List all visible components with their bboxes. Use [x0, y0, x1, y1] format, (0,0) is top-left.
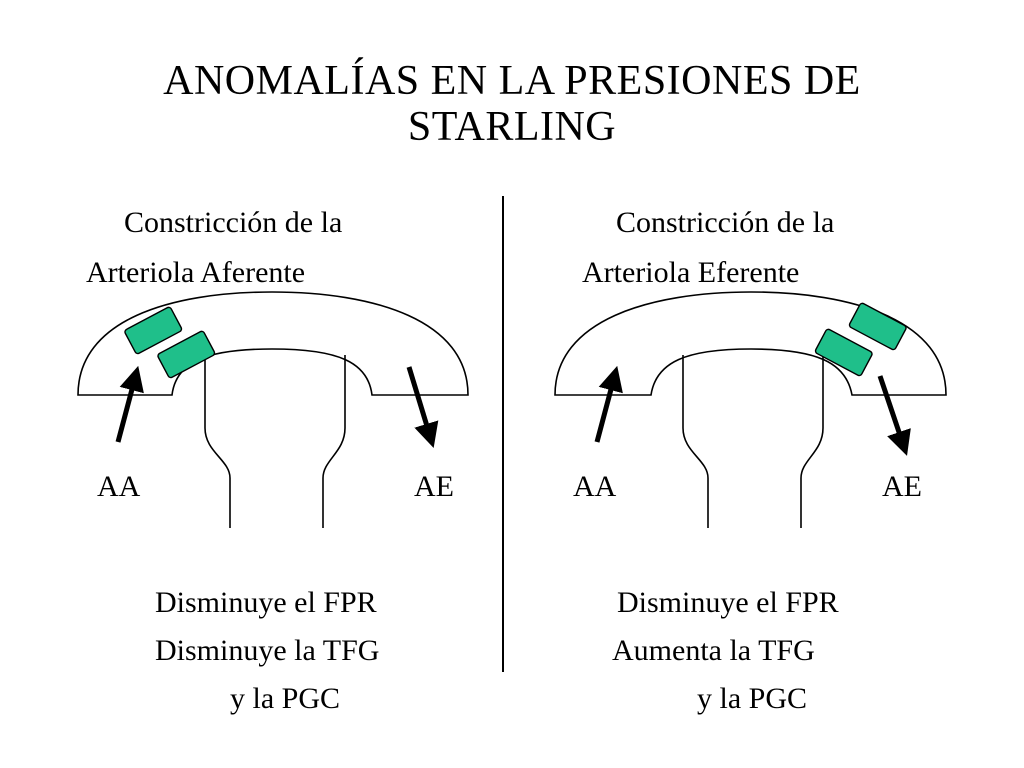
- title-line-1: ANOMALÍAS EN LA PRESIONES DE: [163, 58, 861, 104]
- right-result-line-2: Aumenta la TFG: [612, 634, 815, 667]
- right-heading-line-1: Constricción de la: [616, 206, 835, 239]
- left-glomerulus: [77, 291, 469, 528]
- left-heading-line-1: Constricción de la: [124, 206, 343, 239]
- center-divider: [502, 196, 504, 672]
- left-constriction-block-2: [157, 330, 216, 379]
- right-capillary-tube-right: [800, 355, 824, 528]
- left-result-line-2: Disminuye la TFG: [155, 634, 380, 667]
- left-aa-arrow: [115, 365, 144, 443]
- left-ae-arrow: [406, 366, 439, 448]
- left-result-line-1: Disminuye el FPR: [155, 586, 377, 619]
- right-result-line-1: Disminuye el FPR: [617, 586, 839, 619]
- left-result-line-3: y la PGC: [230, 682, 341, 715]
- right-ae-arrow: [877, 375, 911, 456]
- left-capillary-tube-right: [322, 355, 346, 528]
- left-label-ae: AE: [414, 470, 454, 503]
- right-label-aa: AA: [573, 470, 617, 503]
- title-line-2: STARLING: [407, 104, 617, 150]
- left-heading-line-2: Arteriola Aferente: [86, 256, 306, 289]
- slide-title: ANOMALÍAS EN LA PRESIONES DE STARLING: [0, 58, 1024, 150]
- right-heading-line-2: Arteriola Eferente: [582, 256, 800, 289]
- right-result-line-3: y la PGC: [697, 682, 808, 715]
- right-capillary-tube: [682, 355, 709, 528]
- left-capillary-tube: [204, 355, 231, 528]
- right-glomerulus: [554, 291, 947, 528]
- right-constriction-block-1: [848, 302, 907, 351]
- right-aa-arrow: [594, 365, 623, 443]
- left-constriction-block-1: [124, 306, 183, 355]
- left-label-aa: AA: [97, 470, 141, 503]
- right-constriction-block-2: [814, 328, 873, 377]
- right-label-ae: AE: [882, 470, 922, 503]
